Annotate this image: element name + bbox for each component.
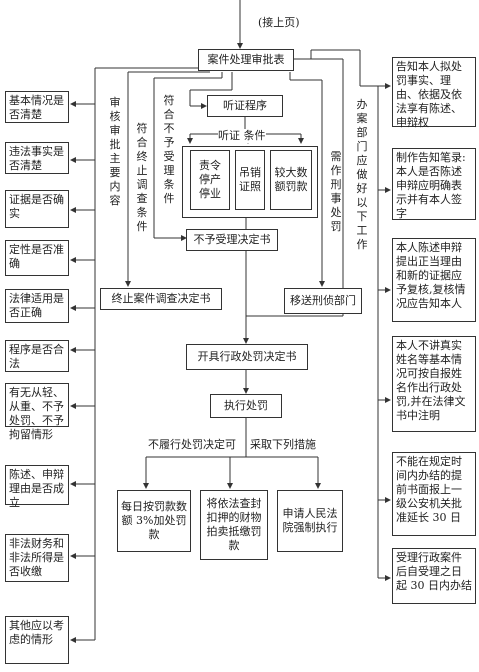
right-item-4: 本人不讲真实姓名等基本情况可按自报姓名作出行政处罚,并在法律文书中注明	[392, 336, 476, 432]
left-item-8: 陈述、申辩理由是否成立	[5, 465, 69, 509]
left-item-3: 证据是否确实	[5, 190, 69, 228]
terminate-doc: 终止案件调查决定书	[100, 288, 222, 310]
no-penalty-label: 符合不予受理条件	[163, 94, 175, 205]
penalty-decision-doc: 开具行政处罚决定书	[186, 344, 308, 370]
review-label: 审核审批主要内容	[109, 96, 121, 207]
right-item-6: 受理行政案件后自受理之日起 30 日内办结	[392, 548, 476, 604]
left-item-5: 法律适用是否正确	[5, 289, 69, 323]
right-item-1: 告知本人拟处罚事实、理由、依据及依法享有陈述、申辩权	[392, 57, 476, 129]
right-item-2: 制作告知笔录:本人是否陈述申辩应明确表示并有本人签字	[392, 148, 476, 220]
right-item-5: 不能在规定时间内办结的提前书面报上一级公安机关批准延长 30 日	[392, 452, 476, 536]
terminate-label: 符合终止调查条件	[136, 122, 148, 233]
hearing-condition-label: 听证 条件	[218, 129, 266, 143]
criminal-label: 需作刑事处罚	[330, 150, 342, 233]
hearing-procedure: 听证程序	[207, 95, 283, 117]
measures-label: 采取下列措施	[250, 438, 316, 452]
execute-penalty: 执行处罚	[210, 394, 282, 418]
left-item-10: 其他应以考虑的情形	[5, 616, 69, 664]
hearing-item-suspend: 责令停产停业	[190, 150, 230, 210]
left-item-9: 非法财务和非法所得是否收缴	[5, 534, 69, 582]
left-item-7: 有无从轻、从重、不予处罚、不予拘留情形	[5, 383, 69, 441]
measure-auction: 将依法查封扣押的财物拍卖抵缴罚款	[200, 490, 268, 560]
right-item-3: 本人陈述申辩提出正当理由和新的证据应予复核,复核情况应告知本人	[392, 238, 476, 322]
transfer-doc: 移送刑侦部门	[284, 288, 362, 314]
not-perform-label: 不履行处罚决定可	[148, 438, 236, 452]
approval-form: 案件处理审批表	[198, 49, 294, 71]
left-item-1: 基本情况是否清楚	[5, 91, 69, 123]
hearing-item-revoke: 吊销证照	[235, 150, 265, 210]
measure-court: 申请人民法院强制执行	[277, 490, 343, 552]
left-item-6: 程序是否合法	[5, 340, 69, 372]
left-item-2: 违法事实是否清楚	[5, 142, 69, 174]
no-penalty-doc: 不予受理决定书	[186, 229, 278, 251]
hearing-item-fine: 较大数额罚款	[270, 150, 312, 210]
continued-label: (接上页)	[258, 16, 300, 30]
work-label: 办案部门应做好以下工作	[356, 98, 368, 251]
measure-daily-fine: 每日按罚款数额 3%加处罚款	[117, 490, 191, 552]
left-item-4: 定性是否准确	[5, 240, 69, 276]
